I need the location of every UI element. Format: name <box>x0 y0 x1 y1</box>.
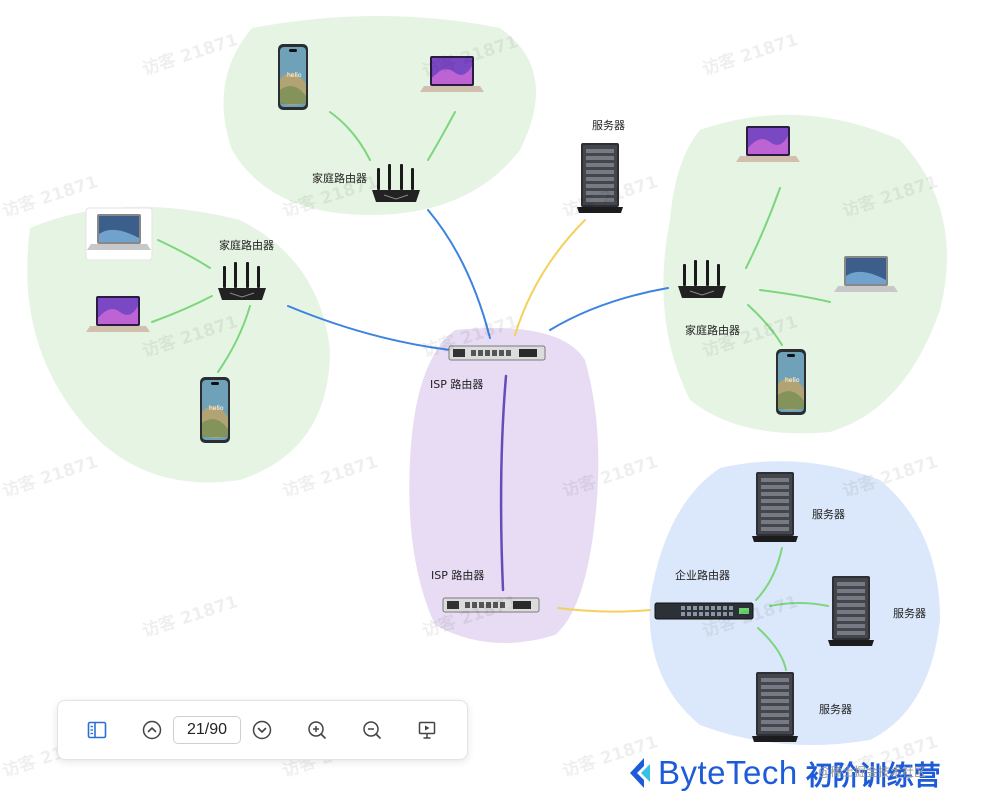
link-router-left-isp <box>287 305 451 351</box>
server-icon-1 <box>752 472 798 542</box>
next-page-button[interactable] <box>247 715 277 745</box>
chevron-down-icon <box>252 720 272 740</box>
server-label-top: 服务器 <box>592 119 625 132</box>
link-phone-router-top <box>329 111 371 161</box>
presentation-icon <box>418 721 436 739</box>
phone-hello-text: hello <box>785 377 800 384</box>
home-router-label-top: 家庭路由器 <box>312 172 367 185</box>
link-laptop1-router-right <box>745 187 781 269</box>
enterprise-router-label: 企业路由器 <box>675 569 730 582</box>
isp-router-label-2: ISP 路由器 <box>431 569 485 582</box>
isp-region <box>409 328 599 643</box>
presentation-button[interactable] <box>412 715 442 745</box>
brand-subtitle: 初阶训练营 <box>805 760 941 792</box>
link-phone-router-right <box>747 304 783 346</box>
server-label-1: 服务器 <box>812 508 845 521</box>
server-label-3: 服务器 <box>819 703 852 716</box>
home-router-label-right: 家庭路由器 <box>685 324 740 337</box>
chevron-up-icon <box>142 720 162 740</box>
link-server-top-isp <box>514 219 586 336</box>
link-phone-router-left <box>217 305 251 373</box>
bytetech-logo-icon <box>630 758 650 788</box>
credit-watermark: @稀土掘金技术社区 <box>818 765 927 779</box>
home-network-region-left <box>27 206 330 483</box>
link-switch-server2 <box>769 602 829 607</box>
zoom-in-button[interactable] <box>302 715 332 745</box>
bytetech-brand: ByteTech 初阶训练营 <box>626 752 941 794</box>
page-indicator[interactable]: 21/90 <box>173 716 241 744</box>
link-switch-server3 <box>757 627 787 671</box>
link-isp1-isp2 <box>499 374 508 592</box>
server-label-2: 服务器 <box>893 607 926 620</box>
prev-page-button[interactable] <box>137 715 167 745</box>
phone-hello-text: hello <box>209 405 224 412</box>
brand-name: ByteTech <box>658 754 798 791</box>
sidebar-icon <box>87 721 107 739</box>
server-icon-3 <box>752 672 798 742</box>
link-laptop2-router-right <box>759 289 831 303</box>
link-laptop-router-top <box>427 111 456 161</box>
zoom-in-icon <box>308 721 326 739</box>
home-router-label-left: 家庭路由器 <box>219 239 274 252</box>
phone-hello-text: hello <box>287 72 302 79</box>
link-router-top-isp <box>427 209 491 339</box>
link-router-right-isp <box>549 287 669 331</box>
zoom-out-button[interactable] <box>357 715 387 745</box>
viewer-toolbar: 21/90 <box>57 700 468 760</box>
link-switch-server1 <box>755 547 783 601</box>
sidebar-toggle-button[interactable] <box>82 715 112 745</box>
isp-router-label-1: ISP 路由器 <box>430 378 484 391</box>
zoom-out-icon <box>363 721 381 739</box>
link-laptop2-router-left <box>151 295 213 323</box>
link-laptop1-router-left <box>157 239 211 269</box>
home-network-region-right <box>663 114 947 434</box>
server-icon-2 <box>828 576 874 646</box>
link-isp2-enterprise <box>557 607 651 613</box>
